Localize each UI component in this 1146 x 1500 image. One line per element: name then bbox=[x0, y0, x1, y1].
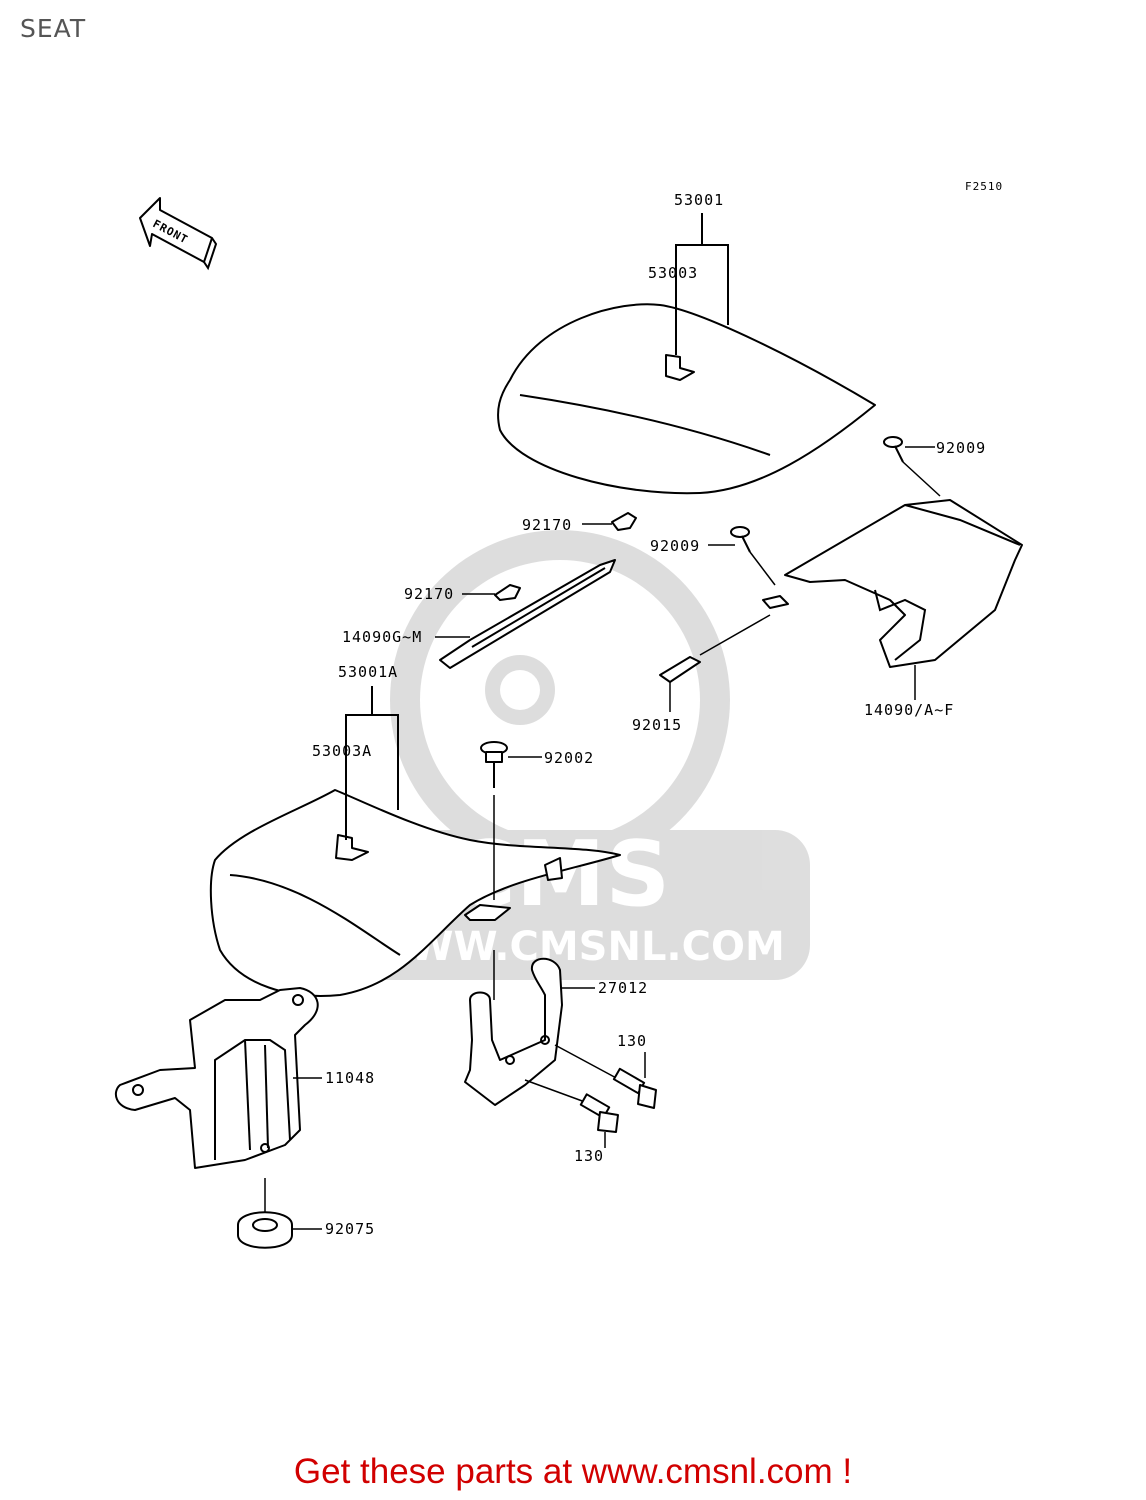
screw-92009-upper bbox=[883, 436, 941, 497]
clip-92170-lower bbox=[462, 584, 521, 601]
screw-92009-middle bbox=[708, 526, 776, 586]
front-arrow-icon: FRONT bbox=[139, 197, 218, 271]
label-14090af: 14090/A~F bbox=[864, 701, 954, 719]
label-53003a: 53003A bbox=[312, 742, 372, 760]
bracket-11048 bbox=[114, 987, 322, 1169]
label-92002: 92002 bbox=[544, 749, 594, 767]
label-92170-upper: 92170 bbox=[522, 516, 572, 534]
rear-seat bbox=[497, 303, 876, 495]
label-27012: 27012 bbox=[598, 979, 648, 997]
label-11048: 11048 bbox=[325, 1069, 375, 1087]
label-130-lower: 130 bbox=[574, 1147, 604, 1165]
bracket-27012 bbox=[464, 957, 595, 1106]
label-92009-middle: 92009 bbox=[650, 537, 700, 555]
parts-diagram: CMS WWW.CMSNL.COM FRONT F2510 53001 5300… bbox=[114, 180, 1023, 1249]
clip-92170-upper bbox=[582, 512, 637, 531]
label-92009-upper: 92009 bbox=[936, 439, 986, 457]
label-53001: 53001 bbox=[674, 191, 724, 209]
label-53001a: 53001A bbox=[338, 663, 398, 681]
label-14090gm: 14090G~M bbox=[342, 628, 422, 646]
bolt-92002 bbox=[480, 741, 542, 900]
label-92075: 92075 bbox=[325, 1220, 375, 1238]
rail-14090gm bbox=[439, 559, 616, 669]
seat-cover bbox=[762, 499, 1023, 668]
label-92170-lower: 92170 bbox=[404, 585, 454, 603]
bolt-130-lower bbox=[524, 1079, 619, 1148]
page-title: SEAT bbox=[20, 14, 87, 43]
clip-92015 bbox=[659, 614, 771, 712]
footer-link[interactable]: Get these parts at www.cmsnl.com ! bbox=[293, 1452, 853, 1491]
bolt-130-upper bbox=[554, 1044, 657, 1109]
label-53003: 53003 bbox=[648, 264, 698, 282]
label-92015: 92015 bbox=[632, 716, 682, 734]
damper-92075 bbox=[237, 1211, 322, 1249]
diagram-code: F2510 bbox=[965, 180, 1003, 193]
label-130-upper: 130 bbox=[617, 1032, 647, 1050]
